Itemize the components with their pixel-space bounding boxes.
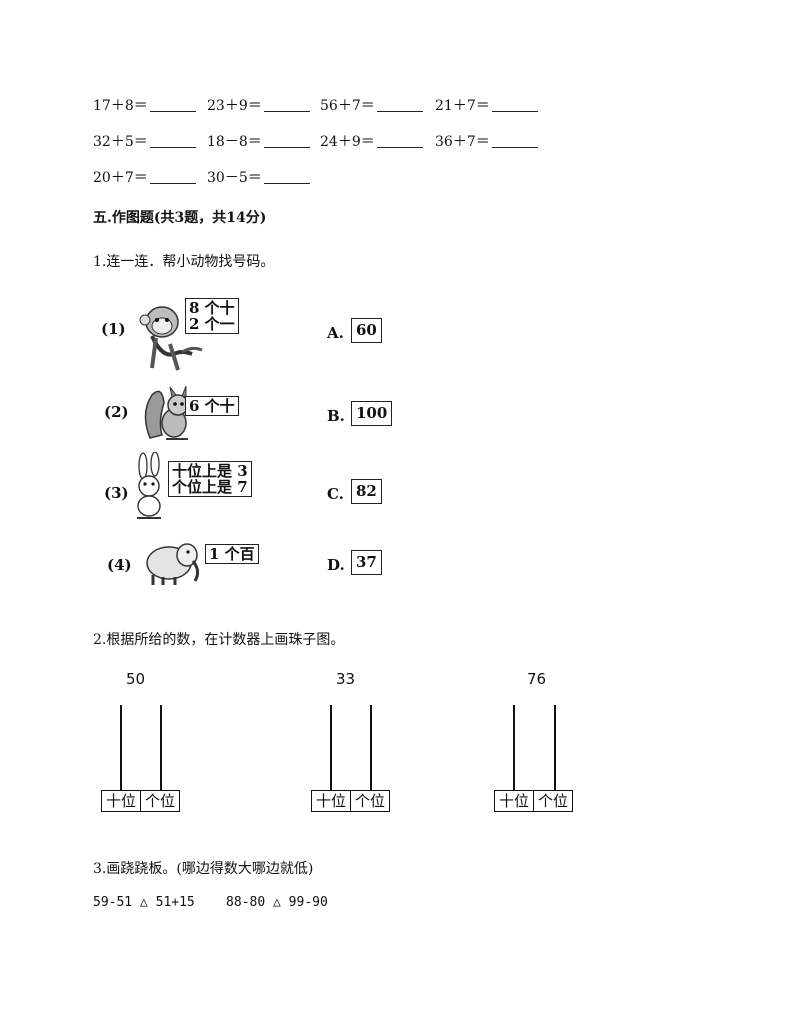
elephant-icon bbox=[146, 543, 200, 585]
abacus-rod-ones bbox=[554, 705, 556, 791]
animal-label-4: (4) bbox=[107, 556, 132, 574]
equation: 24＋9＝ bbox=[320, 131, 423, 151]
squirrel-icon bbox=[144, 385, 189, 440]
equation: 30－5＝ bbox=[207, 167, 310, 187]
answer-blank[interactable] bbox=[376, 97, 423, 112]
option-letter: A. bbox=[327, 324, 344, 342]
rabbit-icon bbox=[137, 452, 161, 519]
equation: 23＋9＝ bbox=[207, 95, 310, 115]
equation: 18－8＝ bbox=[207, 131, 310, 151]
animal-label-2: (2) bbox=[104, 403, 129, 421]
monkey-icon bbox=[139, 306, 203, 371]
abacus-number: 50 bbox=[126, 670, 146, 688]
card-line: 十位上是 3 bbox=[172, 462, 248, 480]
abacus-base: 十位个位 bbox=[311, 790, 390, 812]
equation: 36＋7＝ bbox=[435, 131, 538, 151]
ones-label: 个位 bbox=[140, 791, 179, 811]
question-3-prompt: 3.画跷跷板。(哪边得数大哪边就低) bbox=[93, 861, 314, 877]
tens-label: 十位 bbox=[498, 792, 529, 810]
abacus-number: 76 bbox=[527, 670, 547, 688]
answer-blank[interactable] bbox=[263, 169, 310, 184]
answer-blank[interactable] bbox=[491, 133, 538, 148]
abacus-base: 十位个位 bbox=[101, 790, 180, 812]
answer-blank[interactable] bbox=[263, 97, 310, 112]
abacus-rod-ones bbox=[370, 705, 372, 791]
question-2-prompt: 2.根据所给的数，在计数器上画珠子图。 bbox=[93, 632, 345, 648]
animal-label-1: (1) bbox=[101, 320, 126, 338]
answer-blank[interactable] bbox=[491, 97, 538, 112]
tens-label: 十位 bbox=[105, 792, 136, 810]
tens-label: 十位 bbox=[315, 792, 346, 810]
equation: 20＋7＝ bbox=[93, 167, 196, 187]
ones-label: 个位 bbox=[350, 791, 389, 811]
answer-blank[interactable] bbox=[263, 133, 310, 148]
card-line: 2 个一 bbox=[189, 315, 235, 333]
abacus-rod-ones bbox=[160, 705, 162, 791]
option-letter: B. bbox=[327, 407, 345, 425]
animal-card-3: 十位上是 3 个位上是 7 bbox=[168, 461, 252, 497]
option-letter: C. bbox=[327, 485, 344, 503]
animal-card-1: 8 个十 2 个一 bbox=[185, 298, 239, 334]
equation: 56＋7＝ bbox=[320, 95, 423, 115]
ones-label: 个位 bbox=[533, 791, 572, 811]
answer-blank[interactable] bbox=[149, 97, 196, 112]
option-letter: D. bbox=[327, 556, 345, 574]
option-box-d[interactable]: 37 bbox=[351, 550, 382, 575]
option-box-c[interactable]: 82 bbox=[351, 479, 382, 504]
section-title: 五.作图题(共3题，共14分) bbox=[93, 210, 267, 226]
card-line: 个位上是 7 bbox=[172, 478, 248, 496]
card-line: 1 个百 bbox=[209, 545, 255, 563]
animal-label-3: (3) bbox=[104, 484, 129, 502]
answer-blank[interactable] bbox=[149, 169, 196, 184]
answer-blank[interactable] bbox=[376, 133, 423, 148]
abacus-base: 十位个位 bbox=[494, 790, 573, 812]
seesaw-comparisons: 59-51 △ 51+15 88-80 △ 99-90 bbox=[93, 895, 328, 910]
question-1-prompt: 1.连一连．帮小动物找号码。 bbox=[93, 254, 275, 270]
equation: 21＋7＝ bbox=[435, 95, 538, 115]
answer-blank[interactable] bbox=[149, 133, 196, 148]
abacus-rod-tens bbox=[120, 705, 122, 791]
card-line: 8 个十 bbox=[189, 299, 235, 317]
option-box-b[interactable]: 100 bbox=[351, 401, 393, 426]
equation: 17＋8＝ bbox=[93, 95, 196, 115]
abacus-rod-tens bbox=[330, 705, 332, 791]
option-box-a[interactable]: 60 bbox=[351, 318, 382, 343]
animal-card-4: 1 个百 bbox=[205, 544, 259, 564]
abacus-rod-tens bbox=[513, 705, 515, 791]
equation: 32＋5＝ bbox=[93, 131, 196, 151]
animal-card-2: 6 个十 bbox=[185, 396, 239, 416]
abacus-number: 33 bbox=[336, 670, 356, 688]
card-line: 6 个十 bbox=[189, 397, 235, 415]
